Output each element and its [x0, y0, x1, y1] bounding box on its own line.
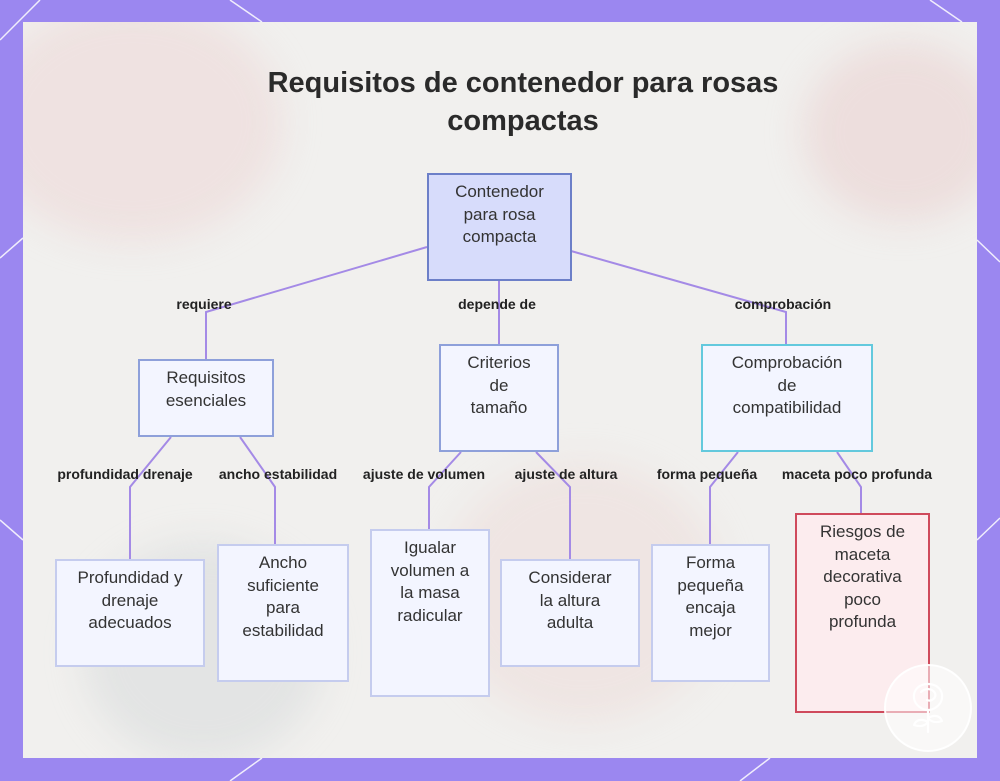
node-riesgos-label: Riesgos de maceta decorativa poco profun… — [819, 522, 906, 631]
node-ancho: Ancho suficiente para estabilidad — [217, 544, 349, 682]
rose-icon — [912, 682, 944, 734]
edge-label-volumen: ajuste de volumen — [362, 466, 486, 482]
edge-label-maceta: maceta poco profunda — [781, 466, 933, 482]
node-igualar-label: Igualar volumen a la masa radicular — [390, 538, 470, 625]
edge-crit-igual — [428, 451, 462, 529]
diagram-title: Requisitos de contenedor para rosas comp… — [267, 67, 779, 137]
node-comprobacion-label: Comprobación de compatibilidad — [731, 353, 843, 417]
edge-req-prof — [129, 436, 172, 559]
node-profundidad: Profundidad y drenaje adecuados — [55, 559, 205, 667]
edge-crit-alt — [535, 451, 571, 559]
rose-logo-icon — [884, 664, 972, 752]
edge-root-comp — [570, 250, 787, 344]
edge-label-forma: forma pequeña — [656, 466, 758, 482]
edge-label-altura: ajuste de altura — [514, 466, 618, 482]
edge-label-profundidad: profundidad drenaje — [57, 466, 193, 482]
edge-label-comprobacion: comprobación — [734, 296, 832, 312]
node-contenedor: Contenedor para rosa compacta — [427, 173, 572, 281]
edge-comp-riesgo — [836, 451, 862, 513]
node-requisitos-label: Requisitos esenciales — [165, 368, 247, 410]
node-comprobacion: Comprobación de compatibilidad — [701, 344, 873, 452]
node-igualar: Igualar volumen a la masa radicular — [370, 529, 490, 697]
diagram-canvas: Requisitos de contenedor para rosas comp… — [23, 22, 977, 758]
node-criterios-label: Criterios de tamaño — [467, 353, 531, 417]
node-altura: Considerar la altura adulta — [500, 559, 640, 667]
edge-root-req — [205, 246, 428, 359]
node-criterios: Criterios de tamaño — [439, 344, 559, 452]
edge-comp-forma — [709, 451, 739, 544]
node-ancho-label: Ancho suficiente para estabilidad — [242, 553, 324, 640]
node-requisitos: Requisitos esenciales — [138, 359, 274, 437]
node-profundidad-label: Profundidad y drenaje adecuados — [77, 568, 183, 632]
edge-label-requiere: requiere — [176, 296, 232, 312]
edge-req-ancho — [239, 436, 276, 544]
node-contenedor-label: Contenedor para rosa compacta — [455, 182, 544, 246]
node-forma-label: Forma pequeña encaja mejor — [677, 553, 744, 640]
node-forma: Forma pequeña encaja mejor — [651, 544, 770, 682]
edge-label-ancho: ancho estabilidad — [218, 466, 338, 482]
node-altura-label: Considerar la altura adulta — [528, 568, 612, 632]
diagram-edges — [129, 246, 862, 559]
background-blur — [803, 42, 977, 222]
edge-label-depende: depende de — [458, 296, 536, 312]
background-blur — [23, 22, 283, 242]
